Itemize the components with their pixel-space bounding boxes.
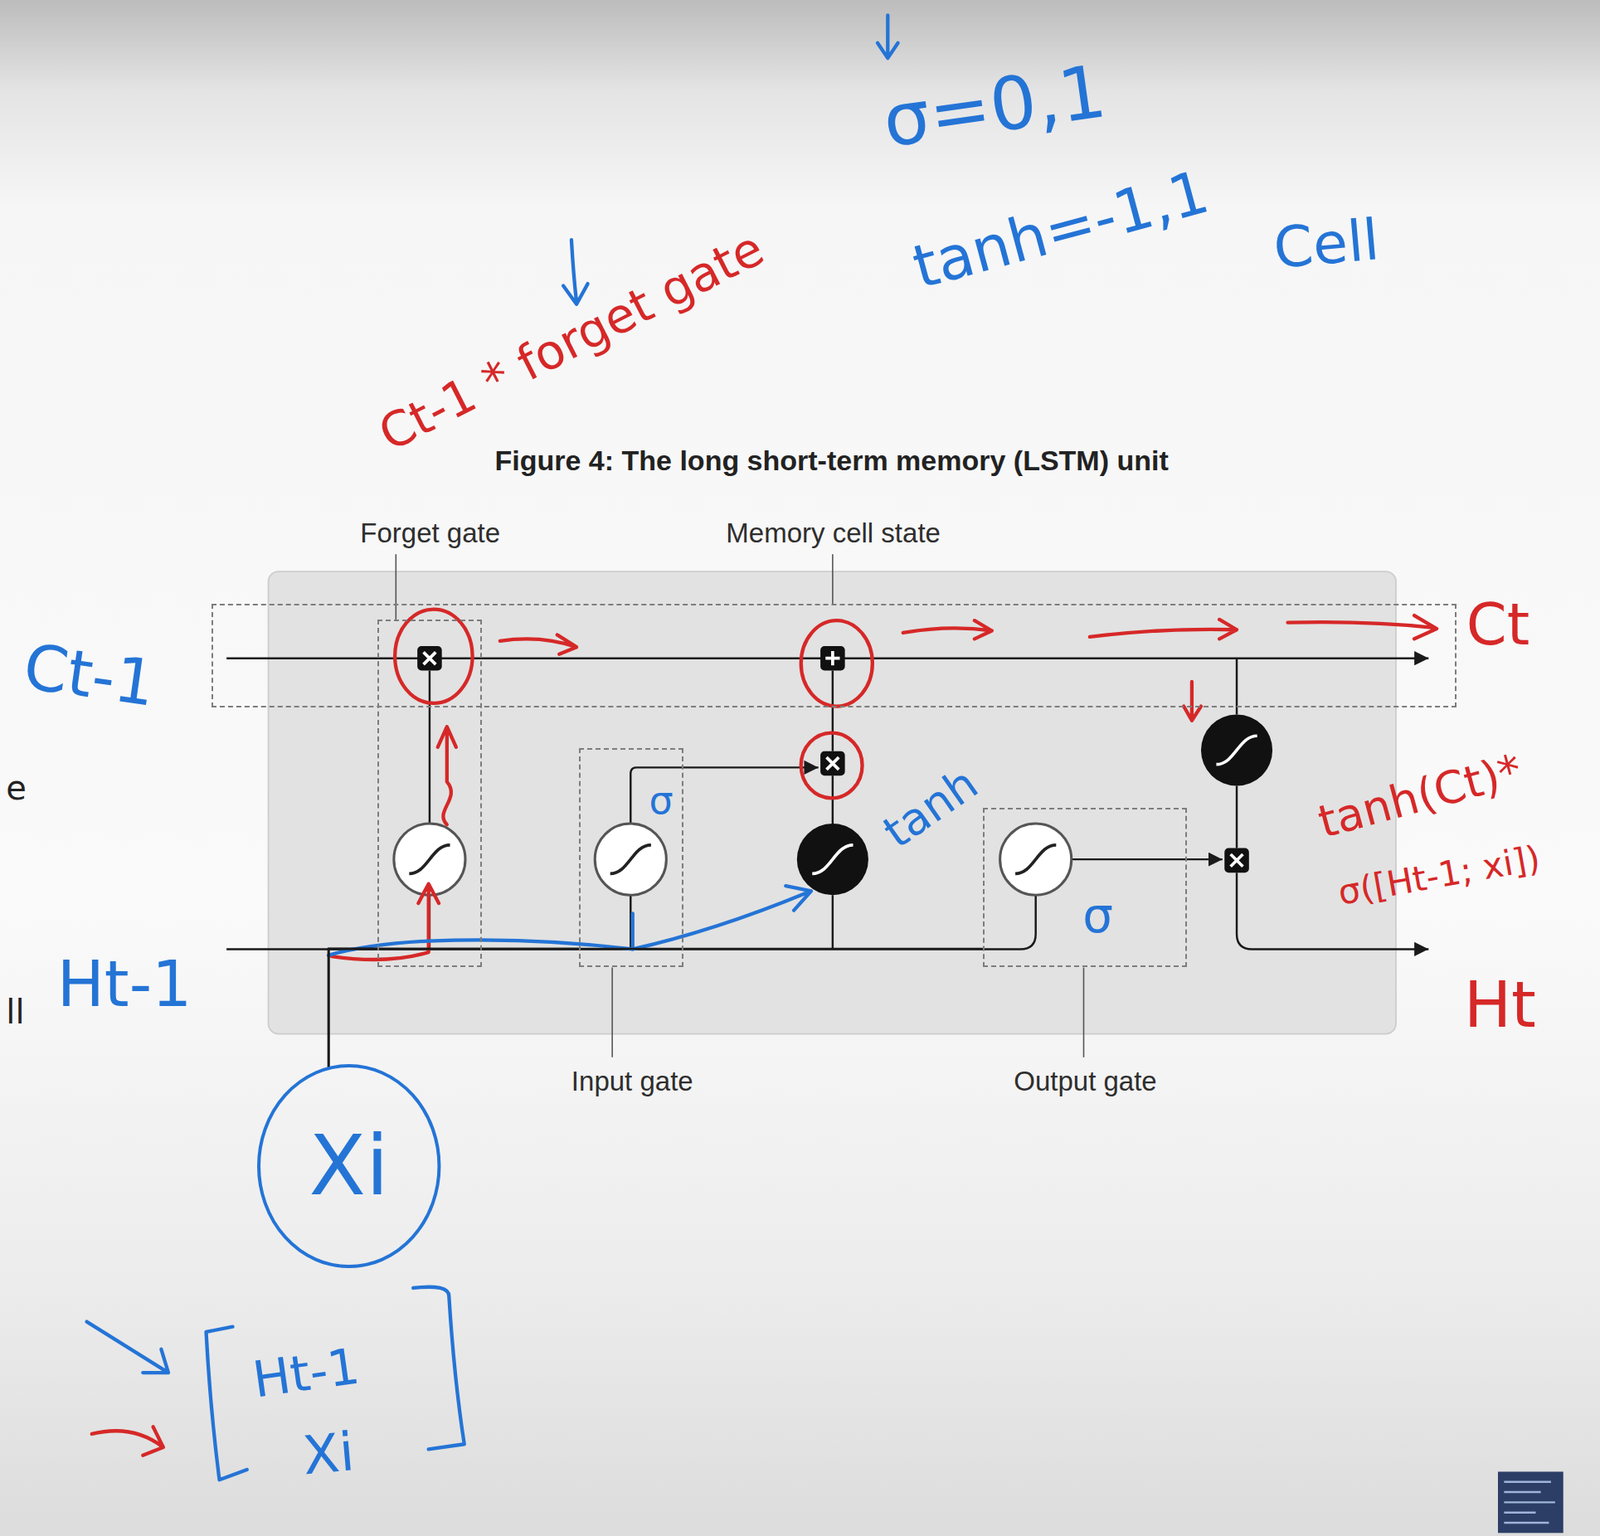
bracket [206, 1327, 248, 1481]
annotation: σ [649, 778, 674, 822]
signal-name: Ct-1 [19, 632, 161, 720]
red-circle [801, 620, 873, 706]
blue-tick [631, 913, 635, 949]
formula: σ([Ht-1; xi]) [1334, 838, 1542, 912]
add-symbol [820, 646, 846, 672]
input-circle: Xi [257, 1064, 441, 1269]
multiply-sign [826, 757, 839, 770]
multiply-sign [423, 651, 437, 665]
figure-title: Figure 4: The long short-term memory (LS… [495, 445, 1169, 478]
red-arrow [92, 1426, 164, 1455]
sigmoid-curve [610, 845, 652, 874]
bracket [413, 1287, 465, 1450]
tanh-symbol [797, 823, 869, 895]
add-sign [825, 651, 840, 666]
gate-label: Forget gate [359, 517, 501, 550]
red-circle [801, 733, 863, 799]
red-circle [394, 609, 472, 704]
gate-label: Memory cell state [725, 517, 941, 550]
gate-box: Output gate [982, 807, 1187, 968]
signal-name: Ct [1466, 592, 1530, 657]
sigmoid-symbol [1000, 823, 1072, 895]
gate-label: Output gate [1013, 1065, 1157, 1098]
circle-outline [258, 1065, 439, 1267]
annotation: tanh=-1,1 [906, 158, 1216, 301]
sigmoid-curve [408, 845, 450, 874]
annotation: σ [1082, 889, 1114, 944]
cell-state-band: Memory cell state [211, 603, 1457, 707]
node-text: Xi [309, 1120, 390, 1212]
red-arrow [437, 726, 457, 825]
formula: tanh(Ct)* [1313, 744, 1528, 847]
gate-label: Input gate [571, 1065, 694, 1098]
annotation: σ=0,1 [878, 51, 1111, 162]
tanh-symbol [1201, 714, 1273, 786]
unit-panel [268, 571, 1396, 1034]
annotation: Ct-1 * forget gate [370, 222, 773, 462]
multiply-symbol [417, 646, 443, 672]
annotation: Cell [1271, 209, 1382, 281]
blue-trace [328, 885, 812, 956]
leader-line [831, 554, 834, 604]
output-gate-wire [1071, 858, 1223, 861]
multiply-sign [1230, 854, 1244, 867]
vector-entry: Xi [300, 1422, 357, 1485]
blue-arrow [87, 1322, 169, 1374]
leader-line [1083, 967, 1085, 1058]
sigmoid-symbol [594, 823, 667, 895]
thumbnail [1497, 1471, 1564, 1533]
candidate-wire [831, 670, 834, 949]
red-arrow [1183, 681, 1202, 721]
signal-name: Ht [1463, 970, 1537, 1041]
cut-off-text: e [5, 769, 27, 807]
vector-entry: Ht-1 [249, 1337, 363, 1407]
red-arrow [1288, 615, 1438, 639]
tanh-curve [812, 845, 853, 874]
blue-arrow [877, 14, 899, 59]
red-arrow [903, 620, 993, 639]
tanh-curve [1215, 735, 1257, 764]
input-wire [328, 948, 378, 1069]
annotation: tanh [875, 758, 988, 858]
leader-line [611, 967, 613, 1058]
leader-line [395, 554, 398, 620]
blue-arrow [563, 239, 589, 305]
multiply-symbol [1224, 848, 1250, 874]
multiply-symbol [820, 751, 846, 777]
sigmoid-curve [1015, 845, 1056, 874]
thumbnail-lines [1503, 1482, 1556, 1523]
cut-off-text: ll [5, 993, 25, 1031]
gate-box: Forget gate [377, 619, 482, 968]
red-arrow [500, 634, 577, 654]
red-arrow [1089, 619, 1237, 639]
signal-name: Ht-1 [57, 949, 193, 1020]
